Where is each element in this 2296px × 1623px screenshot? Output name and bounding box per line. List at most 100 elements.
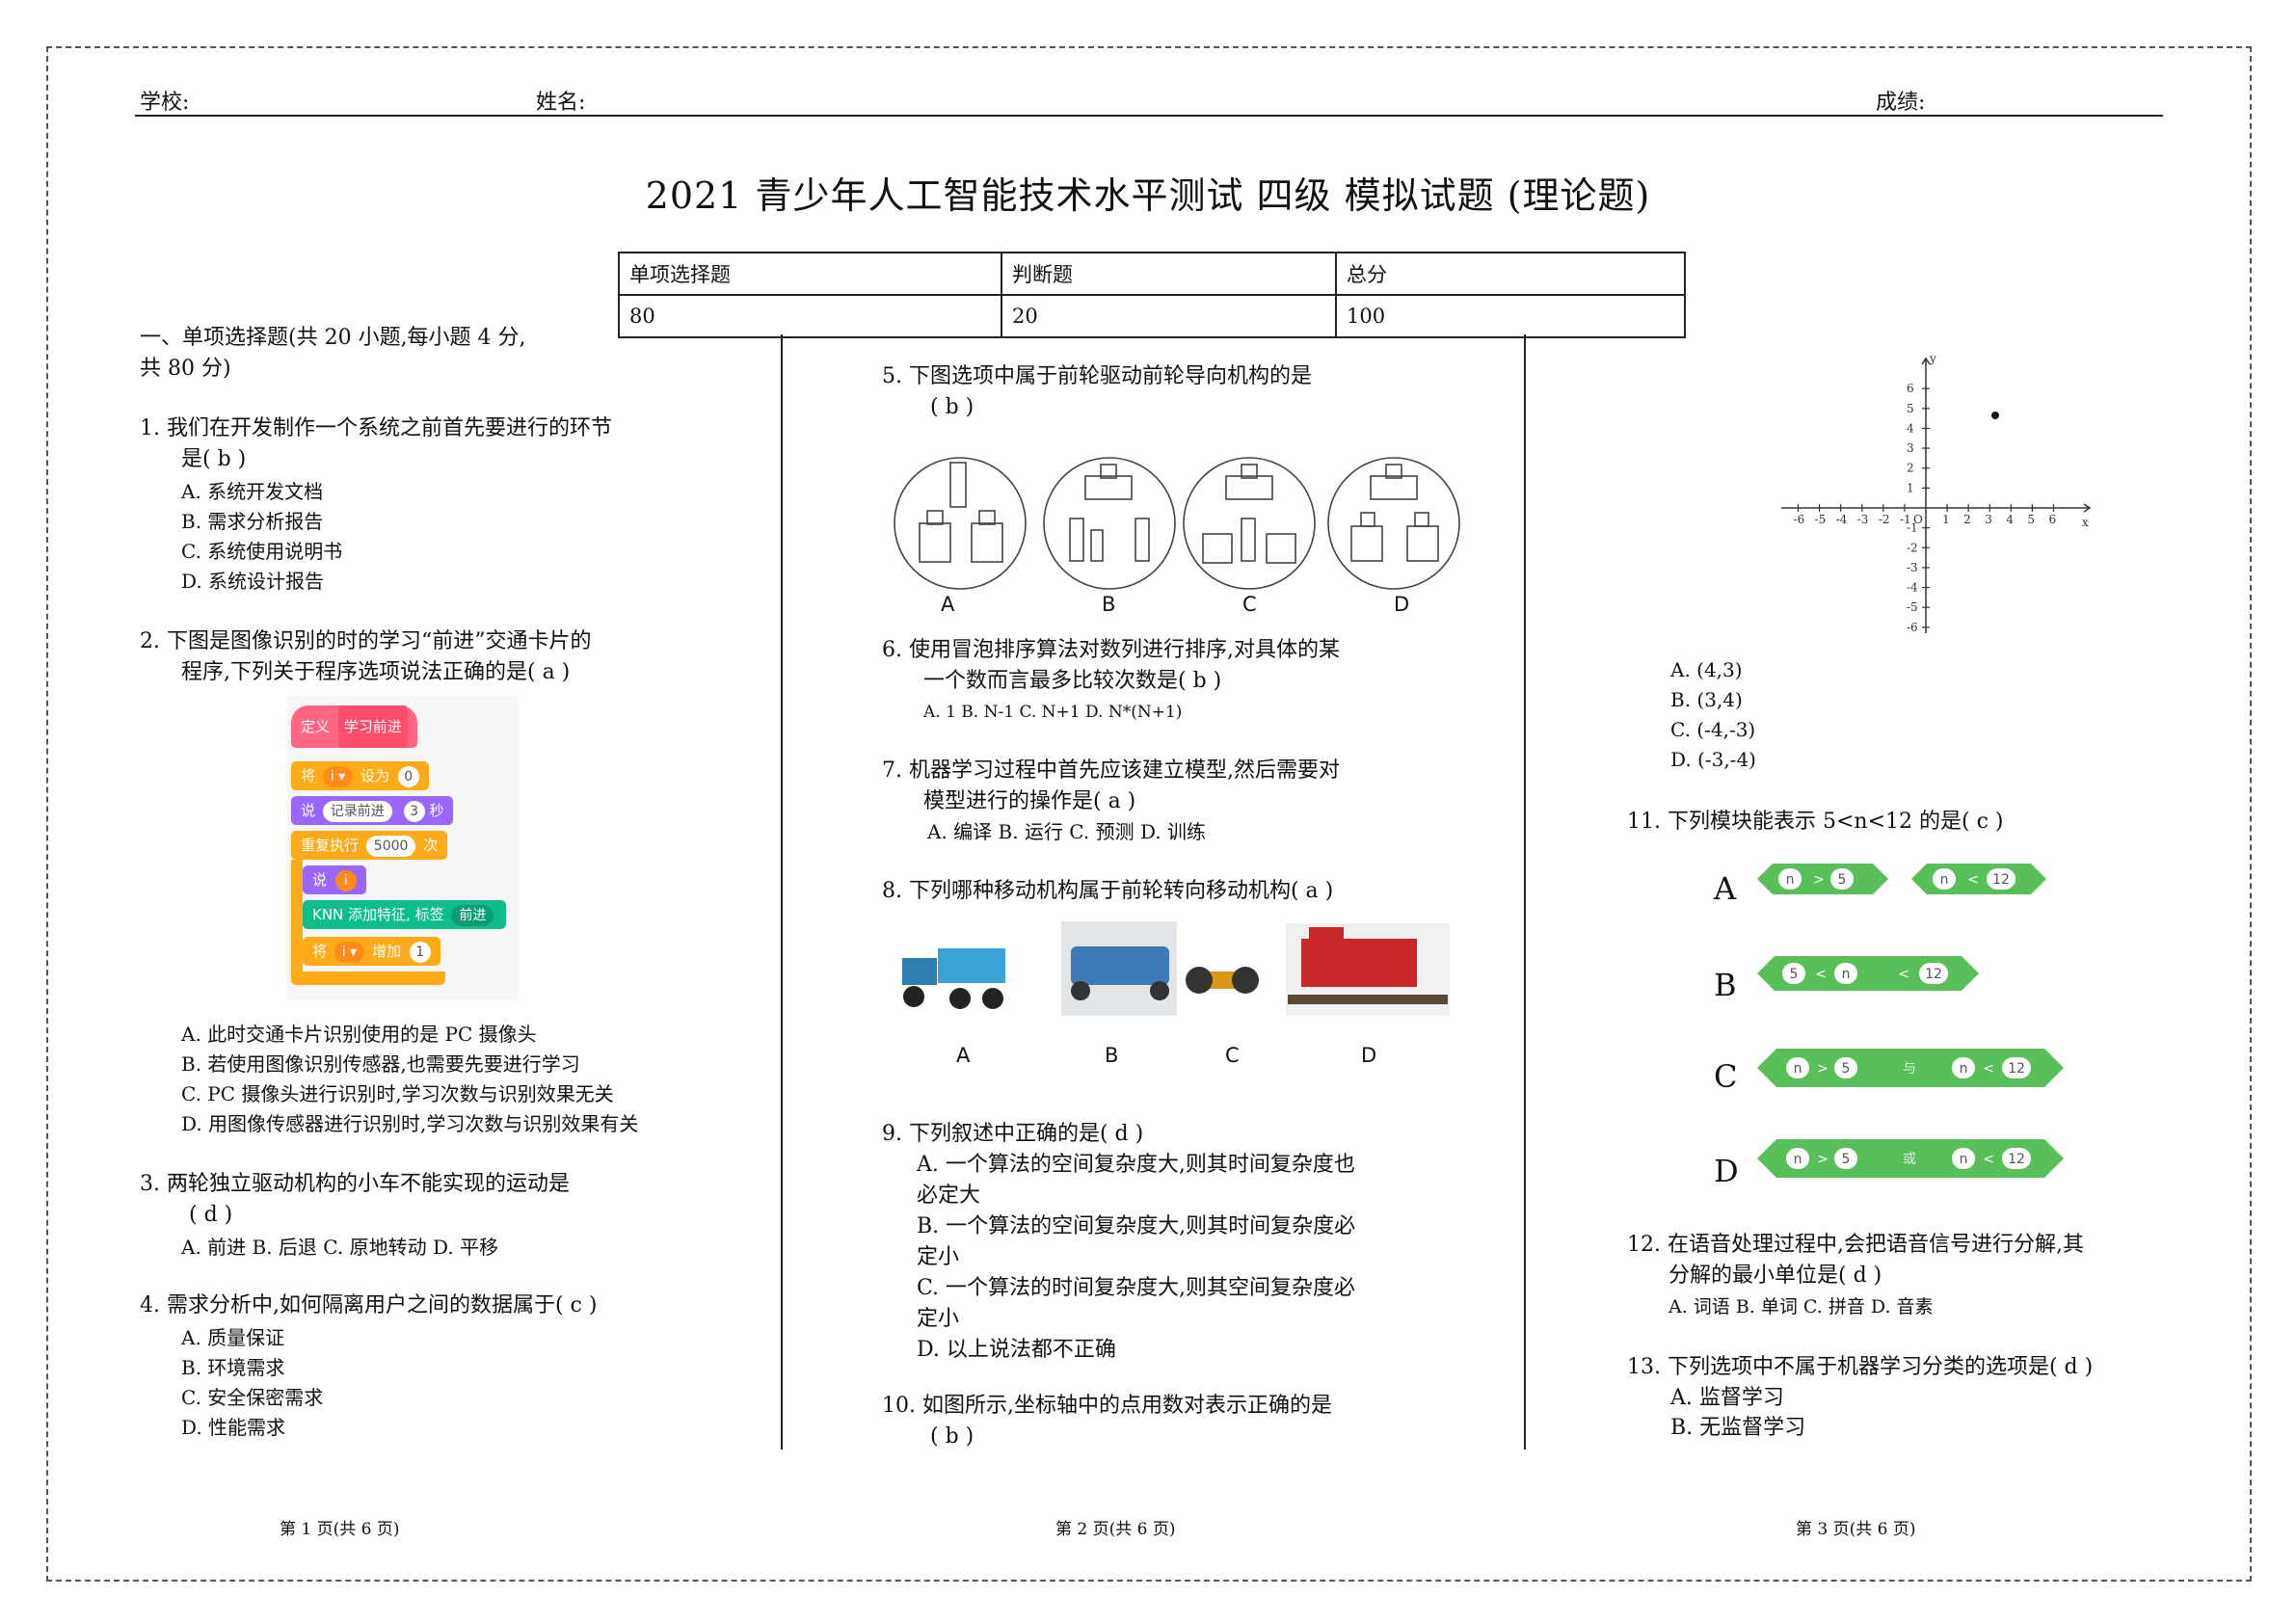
option-d: D. 性能需求 bbox=[181, 1416, 286, 1439]
option-b: B. 无监督学习 bbox=[1670, 1416, 1806, 1440]
score-table-header: 判断题 bbox=[1001, 252, 1337, 296]
page-frame bbox=[46, 46, 2252, 1582]
block-text: 或 bbox=[1903, 1152, 1916, 1167]
block-text: n bbox=[1940, 872, 1949, 888]
option-label: D bbox=[1361, 1044, 1377, 1067]
svg-text:x: x bbox=[2082, 516, 2089, 529]
say-block: 说 记录前进 3 秒 bbox=[291, 796, 454, 825]
option-label: C bbox=[1225, 1044, 1240, 1067]
page-footer: 第 1 页(共 6 页) bbox=[280, 1520, 400, 1539]
set-label: 将 bbox=[301, 767, 316, 785]
input-oval bbox=[1834, 1057, 1857, 1078]
y-tick-label: 1 bbox=[1907, 481, 1914, 494]
y-tick-label: -5 bbox=[1907, 600, 1918, 614]
option-label: A bbox=[956, 1044, 971, 1067]
question-9-line: A. 一个算法的空间复杂度大,则其时间复杂度也 bbox=[917, 1153, 1355, 1177]
say2-label: 说 bbox=[312, 871, 328, 889]
option-label: B bbox=[1714, 967, 1737, 1003]
block-text: n bbox=[1786, 872, 1795, 888]
option-label: C bbox=[1714, 1058, 1738, 1095]
option-a: A. 质量保证 bbox=[181, 1326, 285, 1349]
condition-block bbox=[1911, 864, 2046, 894]
block-text: n bbox=[1960, 1152, 1968, 1167]
question-10-cont: ( b ) bbox=[930, 1424, 974, 1449]
repeat-label: 重复执行 bbox=[301, 837, 360, 854]
plotted-point bbox=[1991, 412, 1999, 419]
input-oval bbox=[1952, 1057, 1975, 1078]
y-tick-label: 5 bbox=[1907, 402, 1914, 415]
y-tick-label: -1 bbox=[1907, 521, 1918, 535]
y-tick-label: -3 bbox=[1907, 561, 1918, 574]
change-value: 1 bbox=[409, 942, 431, 963]
option-b: B. (3,4) bbox=[1670, 688, 1743, 711]
input-oval bbox=[1782, 963, 1805, 984]
y-tick-label: 4 bbox=[1907, 421, 1914, 435]
option-d: D. 系统设计报告 bbox=[181, 570, 325, 593]
input-oval bbox=[1952, 1148, 1975, 1169]
change-block: 将 i ▾ 增加 1 bbox=[303, 937, 441, 966]
question-8: 8. 下列哪种移动机构属于前轮转向移动机构( a ) bbox=[882, 879, 1334, 903]
x-tick-label: -4 bbox=[1836, 513, 1848, 526]
x-tick-label: -5 bbox=[1815, 513, 1827, 526]
option-a: A. (4,3) bbox=[1670, 658, 1743, 681]
question-5: 5. 下图选项中属于前轮驱动前轮导向机构的是 bbox=[882, 364, 1312, 388]
score-table-cell: 100 bbox=[1335, 294, 1686, 338]
block-text: n bbox=[1842, 967, 1851, 982]
set-value: 0 bbox=[397, 766, 419, 787]
option-c: C. 系统使用说明书 bbox=[181, 540, 343, 563]
question-7-options: A. 编译 B. 运行 C. 预测 D. 训练 bbox=[927, 820, 1206, 843]
block-text: < bbox=[1898, 967, 1909, 982]
question-3-options: A. 前进 B. 后退 C. 原地转动 D. 平移 bbox=[181, 1236, 498, 1259]
x-tick-label: 2 bbox=[1963, 513, 1971, 526]
define-name: 学习前进 bbox=[337, 705, 408, 748]
change-label: 将 bbox=[312, 943, 328, 960]
option-label: B bbox=[1102, 593, 1116, 616]
say-text: 记录前进 bbox=[322, 801, 392, 822]
score-table-header: 单项选择题 bbox=[618, 252, 1002, 296]
block-text: 12 bbox=[1925, 967, 1942, 982]
input-oval bbox=[1933, 868, 1956, 890]
change-var: i ▾ bbox=[334, 942, 365, 963]
question-2: 2. 下图是图像识别的时的学习“前进”交通卡片的 bbox=[140, 629, 592, 653]
y-tick-label: -6 bbox=[1907, 621, 1918, 634]
scratch-program-image: 定义 学习前进 将 i ▾ 设为 0 说 记录前进 3 秒 重复执行 5000 … bbox=[287, 696, 519, 1000]
set-to-label: 设为 bbox=[360, 767, 389, 785]
question-9-line: D. 以上说法都不正确 bbox=[917, 1338, 1116, 1362]
option-c: C. PC 摄像头进行识别时,学习次数与识别效果无关 bbox=[181, 1082, 614, 1105]
page-footer: 第 3 页(共 6 页) bbox=[1796, 1520, 1916, 1539]
knn-label: KNN 添加特征, 标签 bbox=[312, 906, 444, 923]
question-13: 13. 下列选项中不属于机器学习分类的选项是( d ) bbox=[1627, 1355, 2094, 1379]
score-table: 单项选择题 判断题 总分 80 20 100 bbox=[618, 252, 1686, 338]
say2-var: i bbox=[334, 870, 357, 891]
option-label: B bbox=[1105, 1044, 1119, 1067]
repeat-block: 重复执行 5000 次 bbox=[291, 831, 448, 860]
option-b: B. 若使用图像识别传感器,也需要先要进行学习 bbox=[181, 1052, 580, 1076]
x-tick-label: -6 bbox=[1794, 513, 1805, 526]
question-1: 1. 我们在开发制作一个系统之前首先要进行的环节 bbox=[140, 416, 612, 440]
question-12: 12. 在语音处理过程中,会把语音信号进行分解,其 bbox=[1627, 1233, 2084, 1257]
column-divider bbox=[1524, 334, 1526, 1450]
input-oval bbox=[2002, 1057, 2031, 1078]
define-label: 定义 bbox=[301, 718, 331, 735]
input-oval bbox=[2002, 1148, 2031, 1169]
input-oval bbox=[1786, 1057, 1809, 1078]
repeat-foot bbox=[291, 971, 445, 985]
x-tick-label: 6 bbox=[2048, 513, 2056, 526]
option-label: A bbox=[1714, 870, 1737, 907]
define-block: 定义 学习前进 bbox=[291, 705, 417, 748]
input-oval bbox=[1834, 963, 1857, 984]
question-9: 9. 下列叙述中正确的是( d ) bbox=[882, 1122, 1144, 1146]
question-7-cont: 模型进行的操作是( a ) bbox=[923, 789, 1136, 813]
question-3-cont: ( d ) bbox=[189, 1203, 233, 1227]
y-tick-label: 3 bbox=[1907, 441, 1914, 455]
question-7: 7. 机器学习过程中首先应该建立模型,然后需要对 bbox=[882, 758, 1340, 783]
question-4: 4. 需求分析中,如何隔离用户之间的数据属于( c ) bbox=[140, 1293, 598, 1317]
block-text: 5 bbox=[1838, 872, 1847, 888]
knn-tag: 前进 bbox=[451, 905, 494, 926]
question-6: 6. 使用冒泡排序算法对数列进行排序,对具体的某 bbox=[882, 638, 1340, 662]
block-text: > bbox=[1817, 1152, 1829, 1167]
question-12-cont: 分解的最小单位是( d ) bbox=[1669, 1264, 1882, 1288]
question-6-options: A. 1 B. N-1 C. N+1 D. N*(N+1) bbox=[923, 703, 1183, 722]
x-tick-label: 3 bbox=[1985, 513, 1992, 526]
say-var-block: 说 i bbox=[303, 865, 366, 894]
